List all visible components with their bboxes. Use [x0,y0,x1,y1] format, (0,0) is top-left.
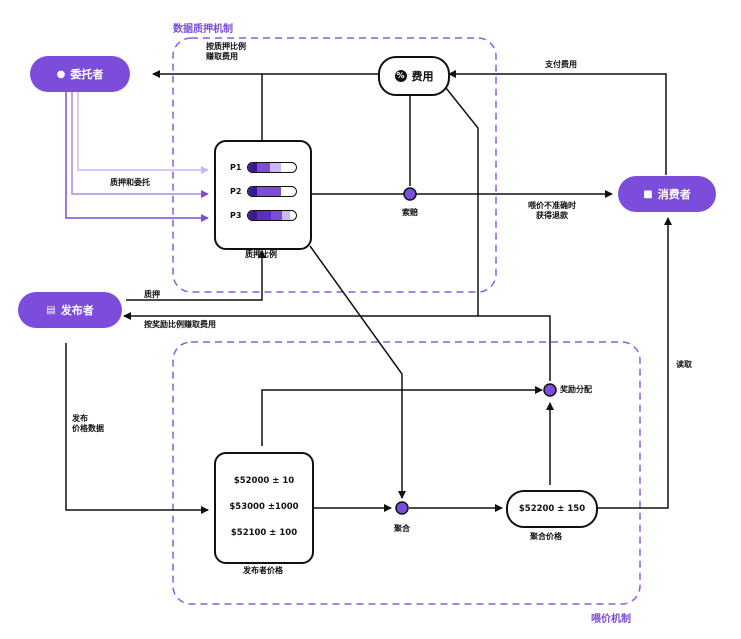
publish-price-label: 发布 价格数据 [72,414,104,433]
stake-row-p2: P2 [230,186,297,197]
stake-bar-segment [256,211,272,220]
stake-row-label: P1 [230,163,242,172]
aggregate-price-box: $52200 ± 150 [506,490,598,528]
stake-row-label: P3 [230,211,242,220]
stake-bar-segment [281,211,291,220]
stake-label: 质押 [144,290,160,299]
stake-bar [247,162,297,173]
stake-row-p3: P3 [230,210,297,221]
stake-bar-segment [256,163,271,172]
price-value: $52100 ± 100 [230,528,298,538]
document-icon: ▤ [46,304,56,316]
stake-row-label: P2 [230,187,242,196]
slash-label: 索赔 [402,208,418,217]
refund-label: 喂价不准确时 获得退款 [528,201,576,220]
earn-fee-by-stake-label: 按质押比例 赚取费用 [206,42,246,61]
publisher-prices-box: $52000 ± 10 $53000 ±1000 $52100 ± 100 [214,452,314,564]
stake-ratio-box: P1 P2 P3 [214,140,312,250]
stake-bar-segment [256,187,281,196]
delegator-label: 委托者 [70,68,104,81]
slash-point [403,187,417,201]
publisher-prices-caption: 发布者价格 [243,566,283,575]
read-label: 读取 [676,360,692,369]
aggregate-price-value: $52200 ± 150 [518,504,586,514]
consumer-node: ■ 消费者 [618,176,716,212]
aggregate-price-caption: 聚合价格 [530,532,562,541]
stake-bar-segment [271,211,282,220]
oracle-section-title: 喂价机制 [591,614,631,625]
percent-icon: % [394,70,407,82]
stake-bar [247,186,297,197]
stake-bar-segment [248,163,257,172]
staking-section-title: 数据质押机制 [173,24,233,35]
reward-label: 奖励分配 [560,385,592,394]
consumer-label: 消费者 [657,188,691,201]
shopping-bag-icon: ■ [643,188,653,200]
publisher-label: 发布者 [60,304,94,317]
aggregate-point [395,501,409,515]
stake-bar-segment [270,163,281,172]
user-icon: ● [56,68,66,80]
aggregate-point-label: 聚合 [394,524,410,533]
publisher-node: ▤ 发布者 [18,292,122,328]
pay-fee-label: 支付费用 [545,60,577,69]
delegator-node: ● 委托者 [30,56,130,92]
stake-delegate-label: 质押和委托 [110,178,150,187]
price-value: $53000 ±1000 [229,502,299,512]
reward-point [543,383,557,397]
stake-row-p1: P1 [230,162,297,173]
fee-node: % 费用 [378,56,450,96]
oracle-section-border [172,341,641,605]
price-value: $52000 ± 10 [233,476,295,486]
fee-label: 费用 [411,70,434,83]
stake-bar-segment [248,187,257,196]
staking-section-border [172,37,497,293]
stake-bar [247,210,297,221]
earn-by-reward-label: 按奖励比例赚取费用 [144,320,216,329]
stake-bar-segment [248,211,257,220]
stake-ratio-caption: 质押比例 [245,250,277,259]
